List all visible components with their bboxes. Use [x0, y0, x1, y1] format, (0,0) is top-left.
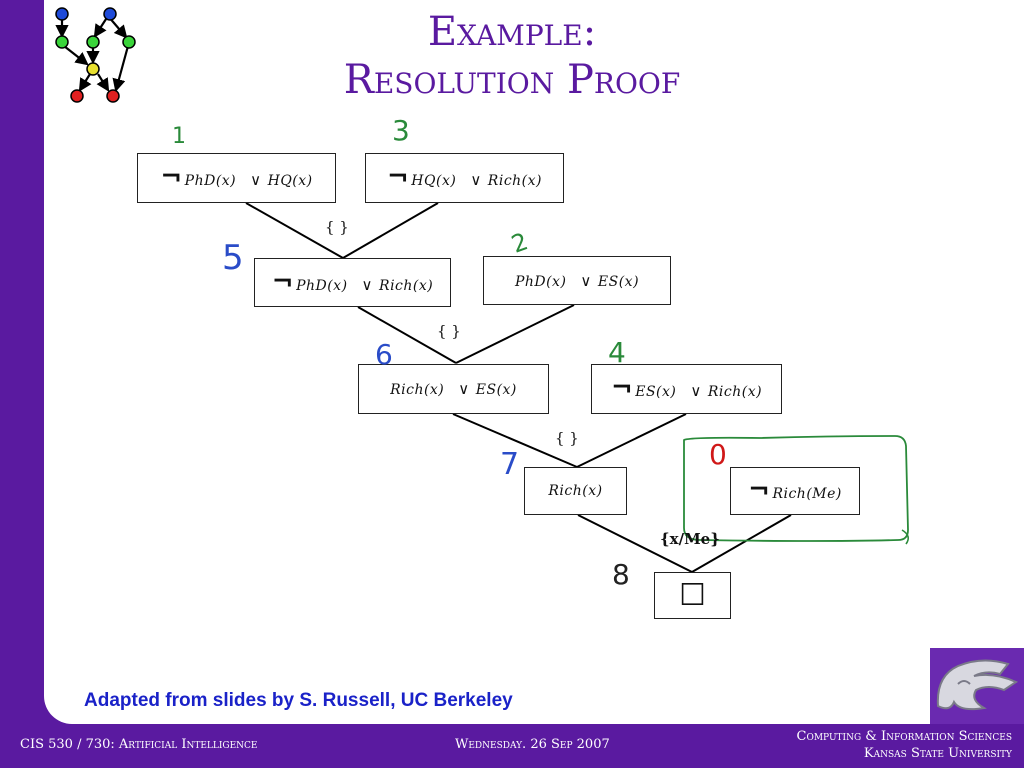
bayes-network-icon: [55, 7, 136, 103]
step-number: 8: [612, 558, 630, 591]
literal: ES(x): [475, 382, 517, 398]
clause-5-box: ¬PhD(x) ∨ Rich(x): [254, 258, 451, 307]
clause-4-box: ¬ES(x) ∨ Rich(x): [591, 364, 782, 414]
attribution-caption: Adapted from slides by S. Russell, UC Be…: [84, 690, 513, 711]
step-number: 4: [608, 336, 626, 369]
substitution-label: { }: [555, 429, 579, 447]
negation-symbol: ¬: [271, 266, 295, 297]
step-number: 5: [222, 238, 244, 278]
substitution-label: { }: [325, 218, 349, 236]
empty-clause-symbol: ☐: [679, 578, 706, 613]
step-number: 0: [709, 438, 727, 471]
clause-5-formula: ¬PhD(x) ∨ Rich(x): [272, 269, 434, 295]
slide-canvas: [44, 0, 1024, 724]
or-symbol: ∨: [250, 171, 262, 189]
literal: Rich(x): [379, 277, 434, 294]
clause-2-formula: PhD(x) ∨ ES(x): [515, 272, 639, 290]
clause-1-box: ¬PhD(x) ∨ HQ(x): [137, 153, 336, 203]
or-symbol: ∨: [580, 271, 592, 290]
clause-0-formula: ¬Rich(Me): [748, 477, 842, 503]
footer-date: Wednesday. 26 Sep 2007: [455, 737, 610, 752]
literal: Rich(x): [707, 384, 763, 400]
clause-4-formula: ¬ES(x) ∨ Rich(x): [611, 375, 763, 401]
footer-course: CIS 530 / 730: Artificial Intelligence: [20, 737, 258, 752]
negation-symbol: ¬: [748, 475, 771, 505]
step-number: 6: [375, 338, 393, 371]
or-symbol: ∨: [458, 380, 470, 398]
literal: PhD(x): [296, 277, 348, 294]
clause-6-formula: Rich(x) ∨ ES(x): [390, 380, 517, 398]
empty-clause-box: ☐: [654, 572, 731, 619]
literal: PhD(x): [514, 273, 567, 290]
clause-7-formula: Rich(x): [548, 483, 602, 499]
k-state-wildcat-icon: [930, 648, 1024, 724]
negation-symbol: ¬: [610, 373, 634, 403]
literal: Rich(x): [548, 483, 603, 499]
negation-symbol: ¬: [160, 162, 183, 192]
literal: ES(x): [597, 273, 640, 290]
footer-university: Kansas State University: [863, 746, 1012, 761]
literal: PhD(x): [184, 173, 237, 189]
clause-0-box: ¬Rich(Me): [730, 467, 860, 515]
clause-3-box: ¬HQ(x) ∨ Rich(x): [365, 153, 564, 203]
substitution-label: { }: [437, 322, 461, 340]
literal: ES(x): [635, 384, 677, 400]
step-number: 7: [500, 447, 520, 482]
clause-7-box: Rich(x): [524, 467, 627, 515]
or-symbol: ∨: [470, 171, 482, 189]
substitution-label: {x/Me}: [660, 530, 720, 548]
clause-3-formula: ¬HQ(x) ∨ Rich(x): [387, 164, 542, 190]
slide-title-line2: Resolution Proof: [343, 57, 681, 103]
clause-6-box: Rich(x) ∨ ES(x): [358, 364, 549, 414]
literal: HQ(x): [267, 173, 313, 189]
negation-symbol: ¬: [387, 162, 410, 192]
slide-title-line1: Example:: [427, 9, 597, 55]
or-symbol: ∨: [690, 382, 702, 400]
or-symbol: ∨: [361, 275, 374, 294]
step-number: 1: [172, 124, 186, 149]
clause-2-box: PhD(x) ∨ ES(x): [483, 256, 671, 305]
footer-department: Computing & Information Sciences: [796, 729, 1012, 744]
clause-1-formula: ¬PhD(x) ∨ HQ(x): [160, 164, 313, 190]
literal: Rich(x): [487, 173, 542, 189]
step-number: 3: [392, 114, 410, 147]
literal: HQ(x): [411, 173, 457, 189]
literal: Rich(x): [390, 382, 445, 398]
literal: Rich(Me): [772, 486, 842, 502]
